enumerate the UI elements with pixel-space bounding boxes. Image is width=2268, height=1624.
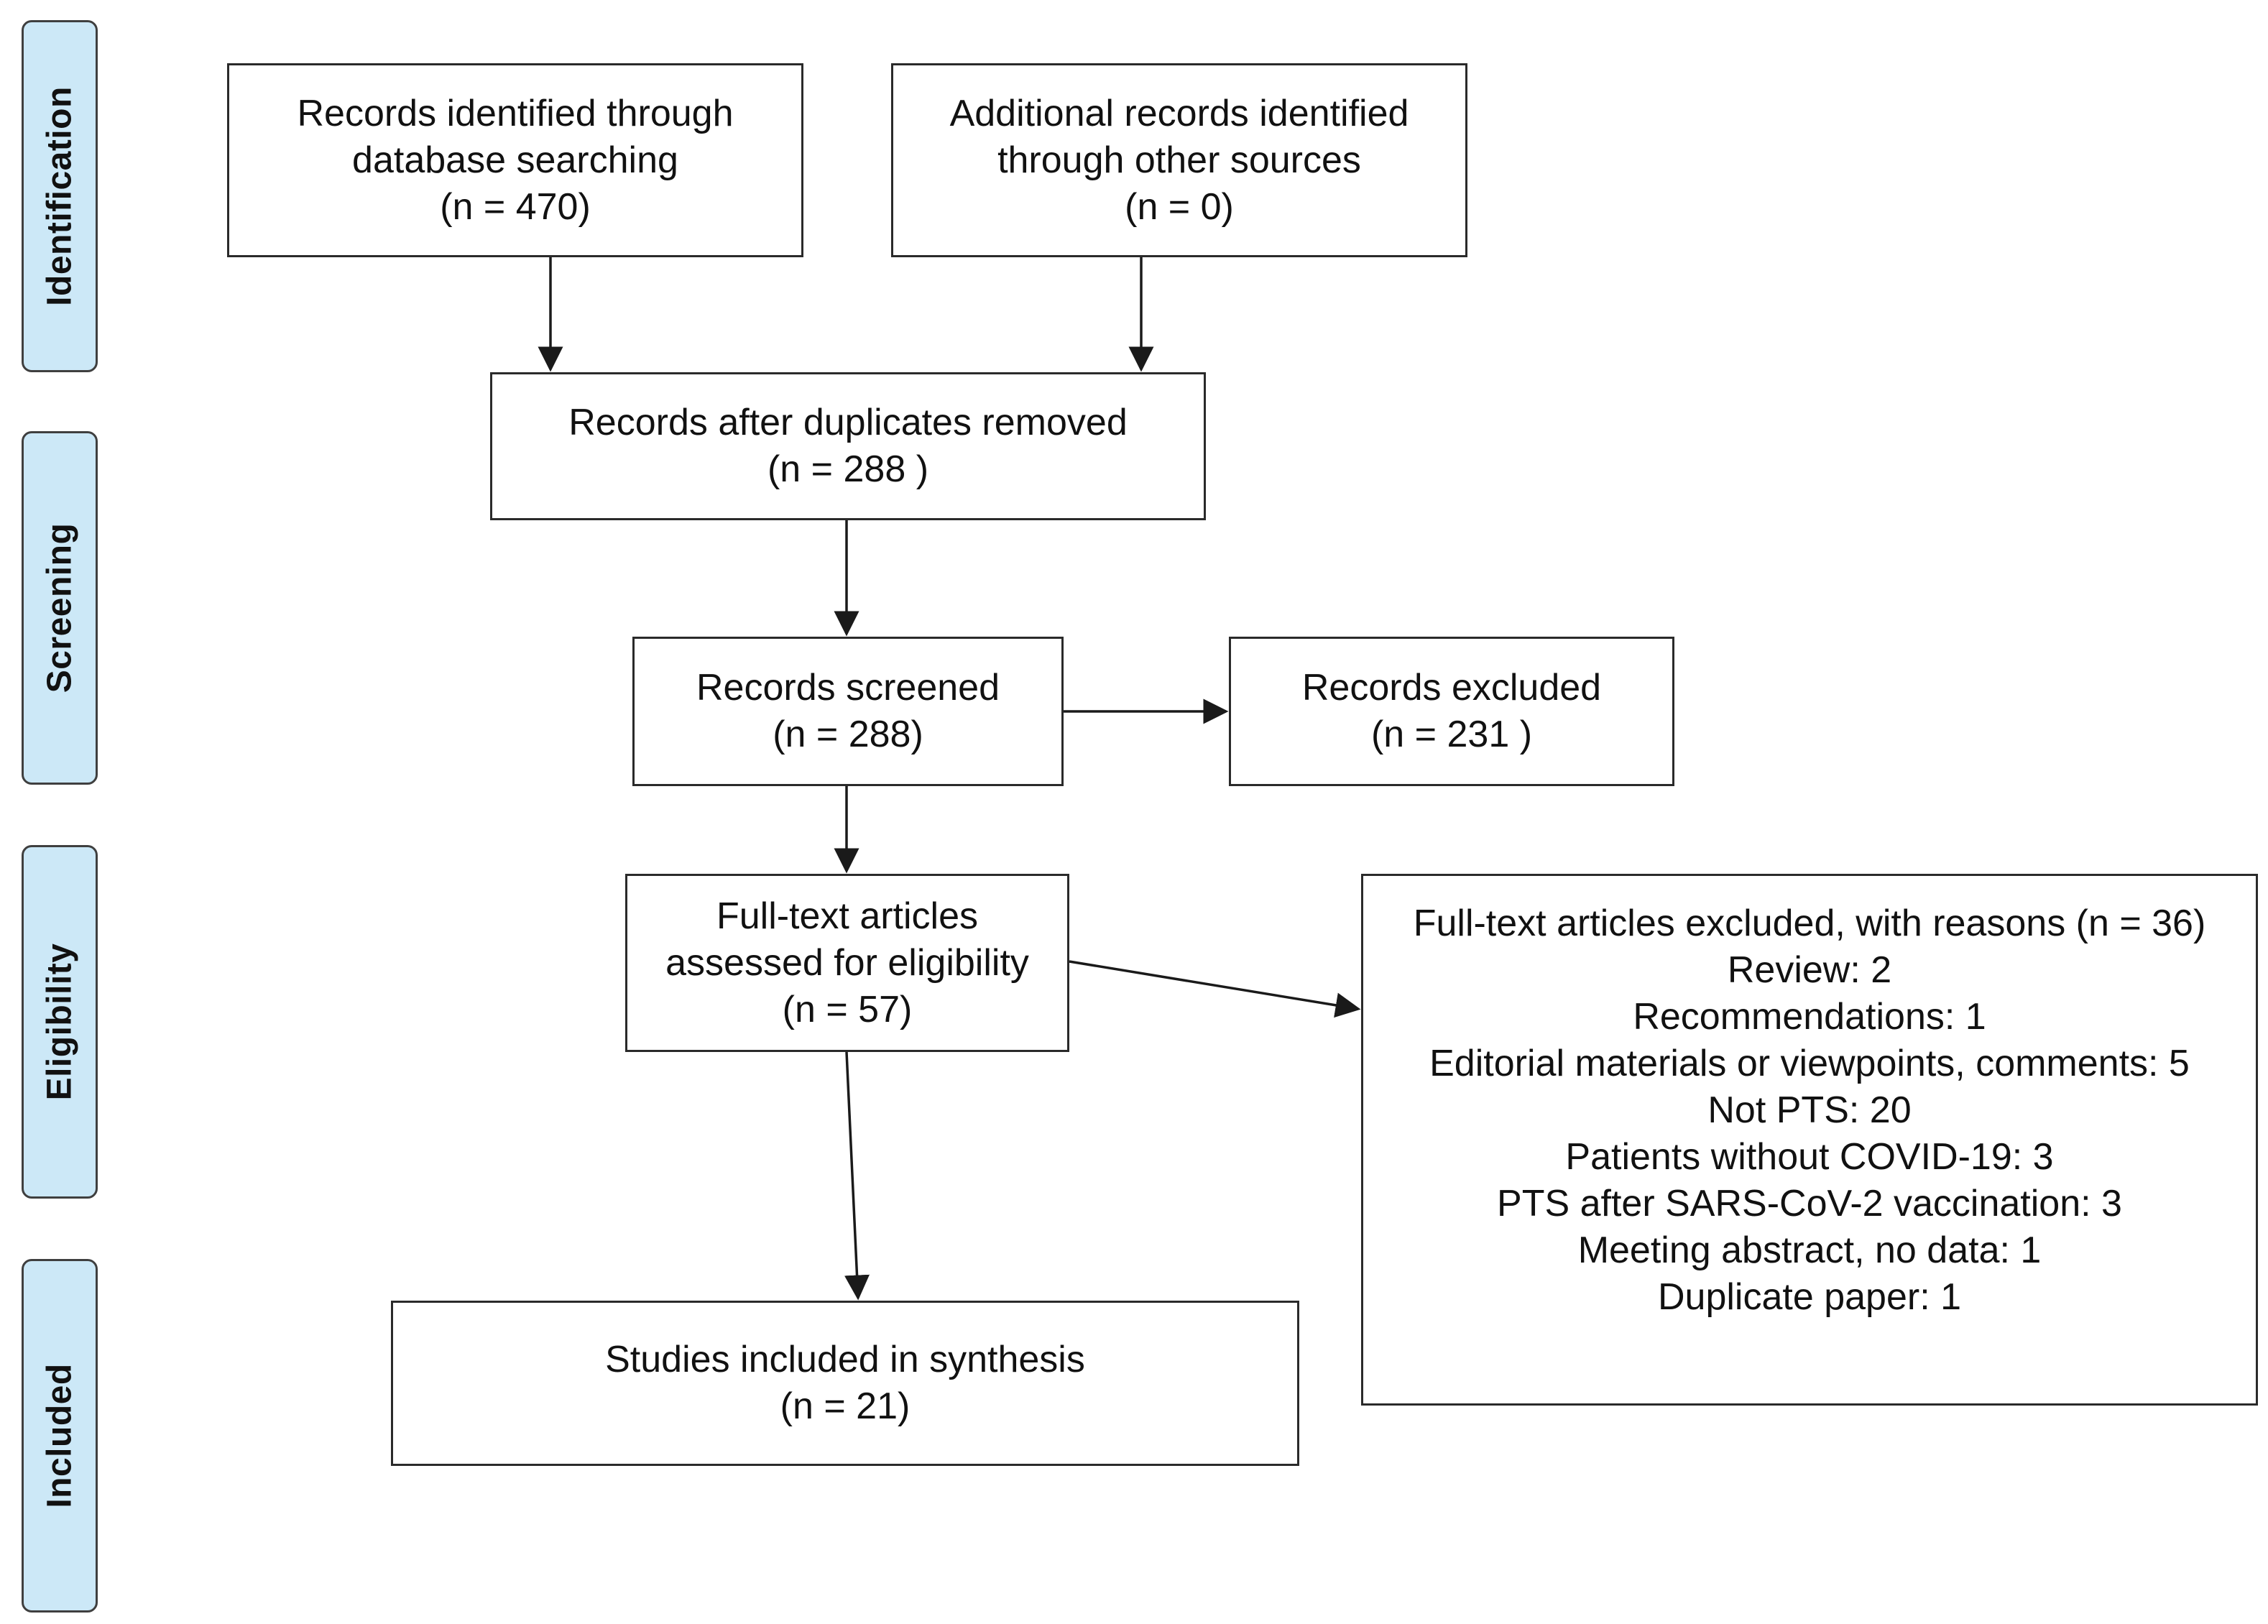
database-count: (n = 470) [440,185,591,228]
studies-included-label: Studies included in synthesis [605,1339,1085,1380]
box-records-screened: Records screened (n = 288) [632,637,1064,786]
fulltext-line-1: Full-text articles [716,895,979,937]
arrow-fulltext-to-included [844,1051,870,1301]
records-screened-label: Records screened [696,667,1000,709]
records-excluded-count: (n = 231 ) [1370,714,1533,755]
exclusion-reason-vaccination: PTS after SARS-CoV-2 vaccination: 3 [1497,1183,2122,1224]
phase-screening: Screening [22,431,98,785]
phase-eligibility: Eligibility [22,845,98,1199]
box-duplicates-removed: Records after duplicates removed (n = 28… [490,372,1206,520]
other-sources-count: (n = 0) [1125,185,1234,228]
exclusion-reason-no-covid: Patients without COVID-19: 3 [1565,1136,2054,1178]
box-studies-included: Studies included in synthesis (n = 21) [391,1301,1299,1466]
studies-included-count: (n = 21) [780,1385,911,1427]
other-sources-line-1: Additional records identified [949,92,1409,134]
exclusion-reason-recommendations: Recommendations: 1 [1633,996,1986,1038]
box-database-records: Records identified through database sear… [227,63,803,257]
duplicates-removed-count: (n = 288 ) [767,448,929,490]
fulltext-excluded-heading: Full-text articles excluded, with reason… [1413,903,2206,944]
box-fulltext-excluded: Full-text articles excluded, with reason… [1361,874,2258,1406]
phase-included: Included [22,1259,98,1613]
database-line-2: database searching [352,139,678,181]
arrow-fulltext-to-excluded [1069,960,1361,1018]
duplicates-removed-label: Records after duplicates removed [568,402,1128,443]
box-other-sources: Additional records identified through ot… [891,63,1467,257]
phase-identification: Identification [22,20,98,372]
records-screened-count: (n = 288) [773,714,923,755]
box-fulltext-assessed: Full-text articles assessed for eligibil… [625,874,1069,1052]
box-records-excluded: Records excluded (n = 231 ) [1229,637,1674,786]
exclusion-reason-editorial: Editorial materials or viewpoints, comme… [1429,1043,2190,1084]
database-line-1: Records identified through [297,92,734,134]
exclusion-reason-not-pts: Not PTS: 20 [1707,1089,1912,1131]
other-sources-line-2: through other sources [997,139,1361,181]
fulltext-line-2: assessed for eligibility [665,941,1029,984]
fulltext-count: (n = 57) [782,988,913,1030]
exclusion-reason-review: Review: 2 [1727,949,1892,991]
records-excluded-label: Records excluded [1301,667,1602,709]
exclusion-reason-duplicate: Duplicate paper: 1 [1657,1276,1962,1318]
exclusion-reason-meeting-abstract: Meeting abstract, no data: 1 [1577,1229,2042,1271]
